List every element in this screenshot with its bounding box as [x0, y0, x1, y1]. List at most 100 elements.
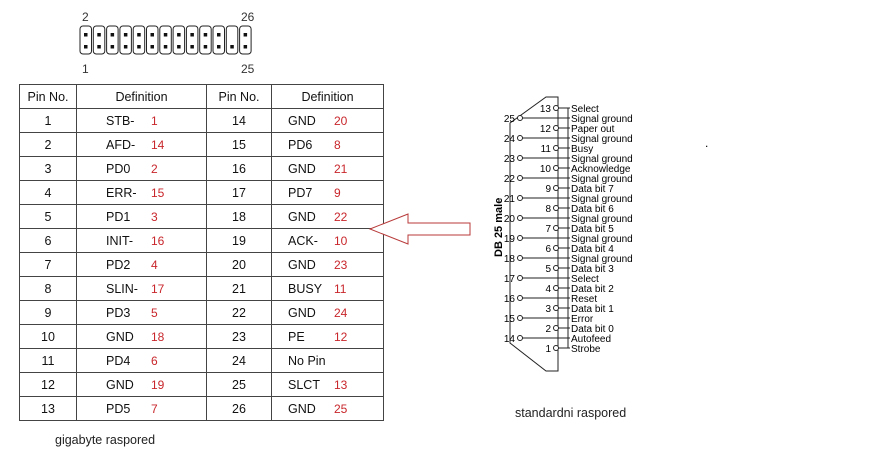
definition: AFD-14	[76, 132, 207, 157]
pin-no-2: 19	[206, 228, 272, 253]
header-label-1: 1	[82, 62, 89, 76]
db25-pin: 21 Signal ground	[504, 194, 633, 205]
std-pin-annotation: 3	[151, 210, 158, 224]
pin-dot	[84, 45, 88, 49]
definition: ERR-15	[76, 180, 207, 205]
pin-dot	[217, 45, 221, 49]
pin-no: 3	[19, 156, 77, 181]
pin-signal: Signal ground	[571, 254, 633, 265]
pin-circle	[517, 335, 523, 341]
std-pin-annotation: 20	[334, 114, 348, 128]
pin-slot	[159, 25, 172, 55]
pin-dot	[217, 33, 221, 37]
pin-signal: Data bit 3	[571, 264, 614, 275]
db25-pin: 12 Paper out	[540, 124, 615, 135]
pin-circle	[517, 135, 523, 141]
pin-header-connector	[79, 25, 252, 55]
definition-text: SLIN-	[106, 281, 138, 296]
pin-circle	[517, 275, 523, 281]
pin-number: 15	[504, 314, 516, 325]
caption-gigabyte: gigabyte raspored	[55, 433, 156, 447]
pin-no-2: 15	[206, 132, 272, 157]
db25-pin: 7 Data bit 5	[545, 224, 614, 235]
std-pin-annotation: 10	[334, 234, 348, 248]
pin-no: 9	[19, 300, 77, 325]
db25-pin: 20 Signal ground	[504, 214, 633, 225]
definition-text: PD5	[106, 401, 131, 416]
db25-pin: 6 Data bit 4	[545, 244, 614, 255]
pin-dot	[190, 33, 194, 37]
pin-no-2: 20	[206, 252, 272, 277]
pin-circle	[553, 125, 559, 131]
pin-circle	[553, 285, 559, 291]
pin-circle	[517, 235, 523, 241]
std-pin-annotation: 7	[151, 402, 158, 416]
pin-circle	[517, 175, 523, 181]
pin-signal: Autofeed	[571, 334, 611, 345]
db25-pin: 3 Data bit 1	[545, 304, 614, 315]
pin-no: 8	[19, 276, 77, 301]
pin-signal: Strobe	[571, 344, 601, 355]
pin-signal: Signal ground	[571, 134, 633, 145]
pin-slot	[132, 25, 146, 55]
pin-no: 7	[19, 252, 77, 277]
definition: STB-1	[76, 108, 207, 133]
pin-number: 16	[504, 294, 516, 305]
definition-text: GND	[288, 161, 316, 176]
pin-dot	[137, 33, 141, 37]
pin-number: 24	[504, 134, 516, 145]
pin-number: 10	[540, 164, 552, 175]
left-arrow-icon	[368, 213, 471, 245]
std-pin-annotation: 12	[334, 330, 348, 344]
pin-no-2: 25	[206, 372, 272, 397]
db25-pin: 17 Select	[504, 274, 599, 285]
pin-dot	[123, 45, 128, 49]
db25-pin: 11 Busy	[541, 144, 594, 155]
std-pin-annotation: 15	[151, 186, 165, 200]
pin-no: 1	[19, 108, 77, 133]
db25-title: DB 25 male	[493, 198, 505, 257]
pin-circle	[553, 245, 559, 251]
db25-pin: 25 Signal ground	[504, 114, 633, 125]
pin-circle	[553, 145, 559, 151]
pin-number: 3	[545, 304, 551, 315]
stray-mark: .	[705, 136, 709, 150]
pin-circle	[517, 255, 523, 261]
pin-signal: Reset	[571, 294, 597, 305]
pin-slot	[225, 25, 239, 55]
pin-slot	[185, 25, 199, 55]
pin-dot	[163, 45, 168, 49]
pin-circle	[553, 165, 559, 171]
pin-signal: Error	[571, 314, 594, 325]
db25-pin: 1 Strobe	[545, 344, 600, 355]
pin-dot	[150, 45, 154, 49]
pin-signal: Acknowledge	[571, 164, 631, 175]
std-pin-annotation: 6	[151, 354, 158, 368]
pin-dot	[177, 45, 181, 49]
pin-dot	[110, 45, 115, 49]
pin-slot	[146, 25, 159, 55]
pin-slot	[199, 25, 212, 55]
definition-text: GND	[288, 401, 316, 416]
table-row: 6 INIT-16 19 ACK-10	[19, 228, 384, 253]
db25-pin: 13 Select	[540, 104, 599, 115]
pin-no: 2	[19, 132, 77, 157]
definition-text: INIT-	[106, 233, 134, 248]
definition-2: ACK-10	[271, 228, 384, 253]
pin-table: Pin No. Definition Pin No. Definition 1 …	[19, 84, 384, 421]
pin-signal: Signal ground	[571, 114, 633, 125]
pin-slot	[92, 25, 106, 55]
pin-signal: Select	[571, 274, 599, 285]
std-pin-annotation: 14	[151, 138, 165, 152]
